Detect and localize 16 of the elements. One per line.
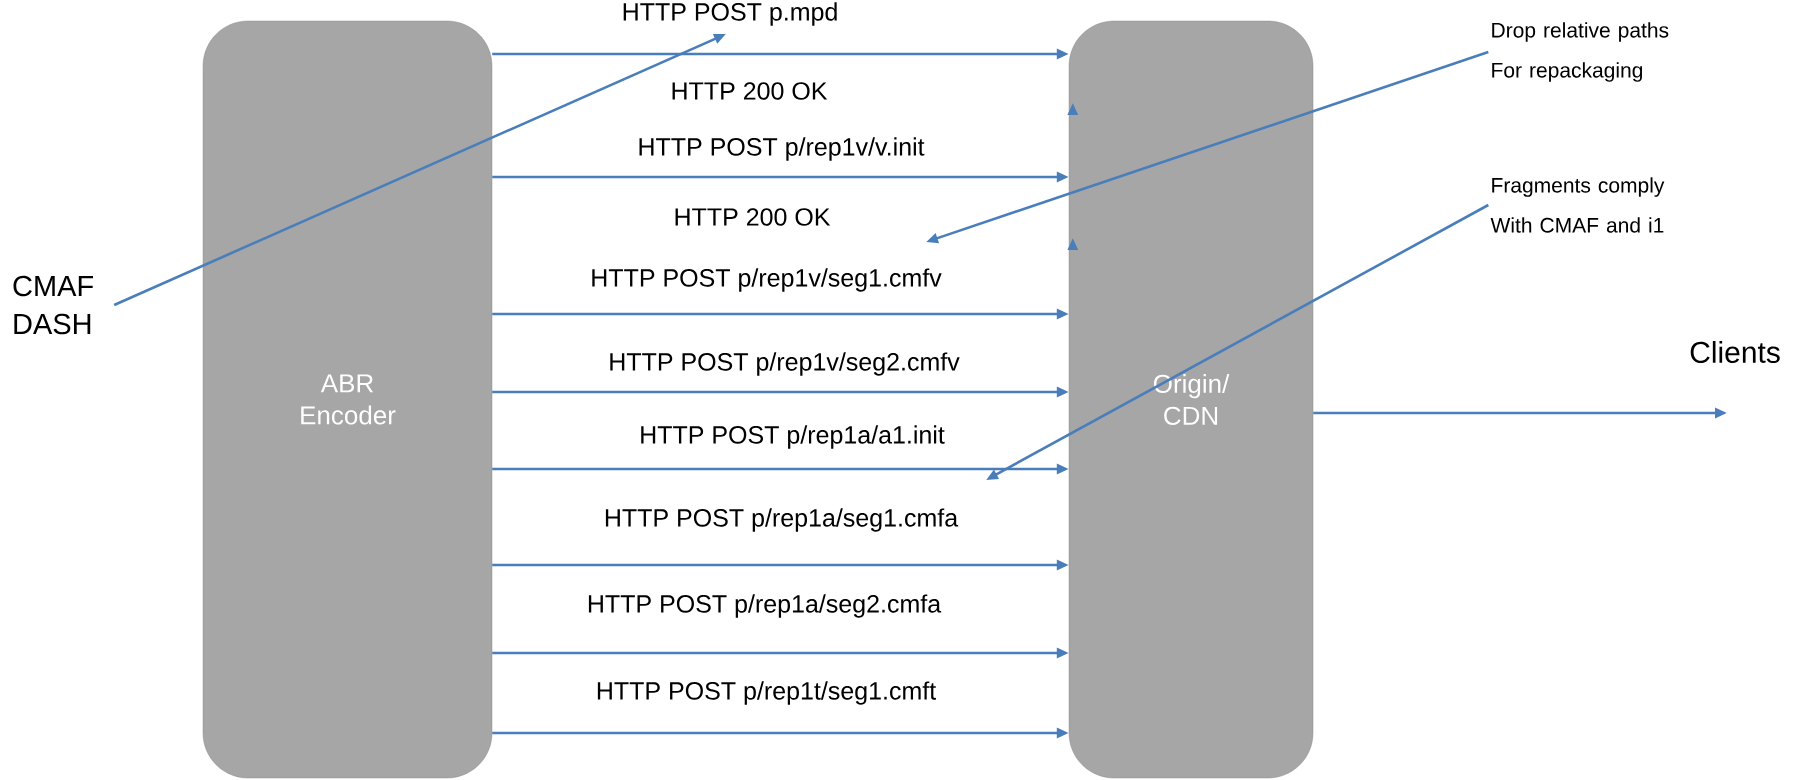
- origin-box: Origin/ CDN: [1068, 20, 1314, 779]
- edge-label: HTTP POST p/rep1v/v.init: [636, 136, 926, 162]
- edge-label: HTTP POST p/rep1v/seg1.cmfv: [589, 267, 943, 293]
- note-text: Fragments comply With CMAF and i1: [1490, 177, 1665, 233]
- edge-label: HTTP POST p/rep1a/seg2.cmfa: [585, 593, 943, 619]
- clients-label: Clients: [1690, 341, 1780, 364]
- note-text: Drop relative paths For repackaging: [1492, 22, 1669, 82]
- response-label: HTTP 200 OK: [675, 208, 831, 226]
- source-label: CMAF DASH: [13, 275, 93, 335]
- encoder-box: ABR Encoder: [202, 20, 493, 779]
- edge-label: HTTP POST p/rep1a/seg1.cmfa: [602, 507, 960, 533]
- edge-label: HTTP POST p/rep1v/seg2.cmfv: [607, 351, 961, 377]
- edge-label: HTTP POST p/rep1t/seg1.cmft: [594, 680, 938, 706]
- edge-label: HTTP POST p/rep1a/a1.init: [638, 424, 946, 450]
- edge-label: HTTP POST p.mpd: [620, 1, 840, 27]
- response-label: HTTP 200 OK: [672, 82, 828, 100]
